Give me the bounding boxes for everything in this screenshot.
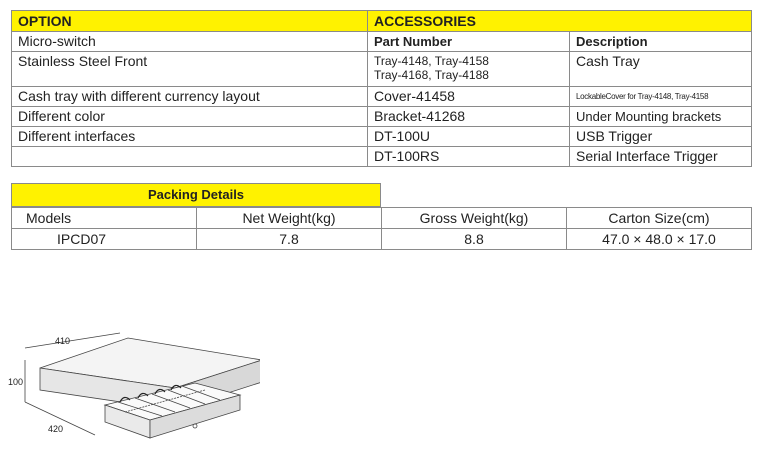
accessories-header: ACCESSORIES bbox=[366, 10, 753, 32]
drawer-tray-front bbox=[149, 394, 241, 439]
lock-icon bbox=[192, 423, 198, 429]
packing-details-title: Packing Details bbox=[11, 183, 381, 207]
part-number-header: Part Number bbox=[367, 31, 570, 52]
description-cell: LockableCover for Tray-4148, Tray-4158 bbox=[568, 86, 753, 107]
part-number-cell: DT-100U bbox=[367, 126, 570, 147]
option-cell: Cash tray with different currency layout bbox=[11, 86, 368, 107]
description-cell: USB Trigger bbox=[568, 126, 753, 147]
option-cell bbox=[11, 146, 368, 167]
column-header-carton-size: Carton Size(cm) bbox=[566, 207, 752, 229]
dimension-depth-label: 420 bbox=[48, 424, 63, 434]
column-header-gross-weight: Gross Weight(kg) bbox=[381, 207, 567, 229]
option-cell: Stainless Steel Front bbox=[11, 51, 368, 87]
part-number-cell: Cover-41458 bbox=[367, 86, 570, 107]
description-header: Description bbox=[568, 31, 753, 52]
packing-details-table: Models Net Weight(kg) Gross Weight(kg) C… bbox=[11, 207, 752, 250]
option-cell: Different interfaces bbox=[11, 126, 368, 147]
net-weight-cell: 7.8 bbox=[196, 228, 382, 250]
dimension-width-label: 410 bbox=[55, 336, 70, 346]
column-header-net-weight: Net Weight(kg) bbox=[196, 207, 382, 229]
model-cell: IPCD07 bbox=[11, 228, 197, 250]
description-cell: Under Mounting brackets bbox=[568, 106, 753, 127]
description-cell: Cash Tray bbox=[568, 51, 753, 87]
part-line: Tray-4168, Tray-4188 bbox=[374, 68, 489, 82]
option-cell: Micro-switch bbox=[11, 31, 368, 52]
gross-weight-cell: 8.8 bbox=[381, 228, 567, 250]
column-header-models: Models bbox=[11, 207, 197, 229]
part-number-cell: DT-100RS bbox=[367, 146, 570, 167]
part-number-cell: Bracket-41268 bbox=[367, 106, 570, 127]
width-dimension-line bbox=[24, 332, 121, 349]
carton-size-cell: 47.0 × 48.0 × 17.0 bbox=[566, 228, 752, 250]
depth-dimension-line bbox=[24, 401, 96, 436]
option-header: OPTION bbox=[11, 10, 368, 32]
part-number-cell: Tray-4148, Tray-4158 Tray-4168, Tray-418… bbox=[367, 51, 570, 87]
option-cell: Different color bbox=[11, 106, 368, 127]
options-accessories-table: OPTION ACCESSORIES Micro-switch Part Num… bbox=[11, 10, 753, 167]
part-line: Tray-4148, Tray-4158 bbox=[374, 54, 489, 68]
dimension-height-label: 100 bbox=[8, 377, 23, 387]
cash-drawer-drawing: 410 100 420 bbox=[8, 332, 260, 439]
table-row: IPCD07 7.8 8.8 47.0 × 48.0 × 17.0 bbox=[11, 228, 752, 250]
description-cell: Serial Interface Trigger bbox=[568, 146, 753, 167]
